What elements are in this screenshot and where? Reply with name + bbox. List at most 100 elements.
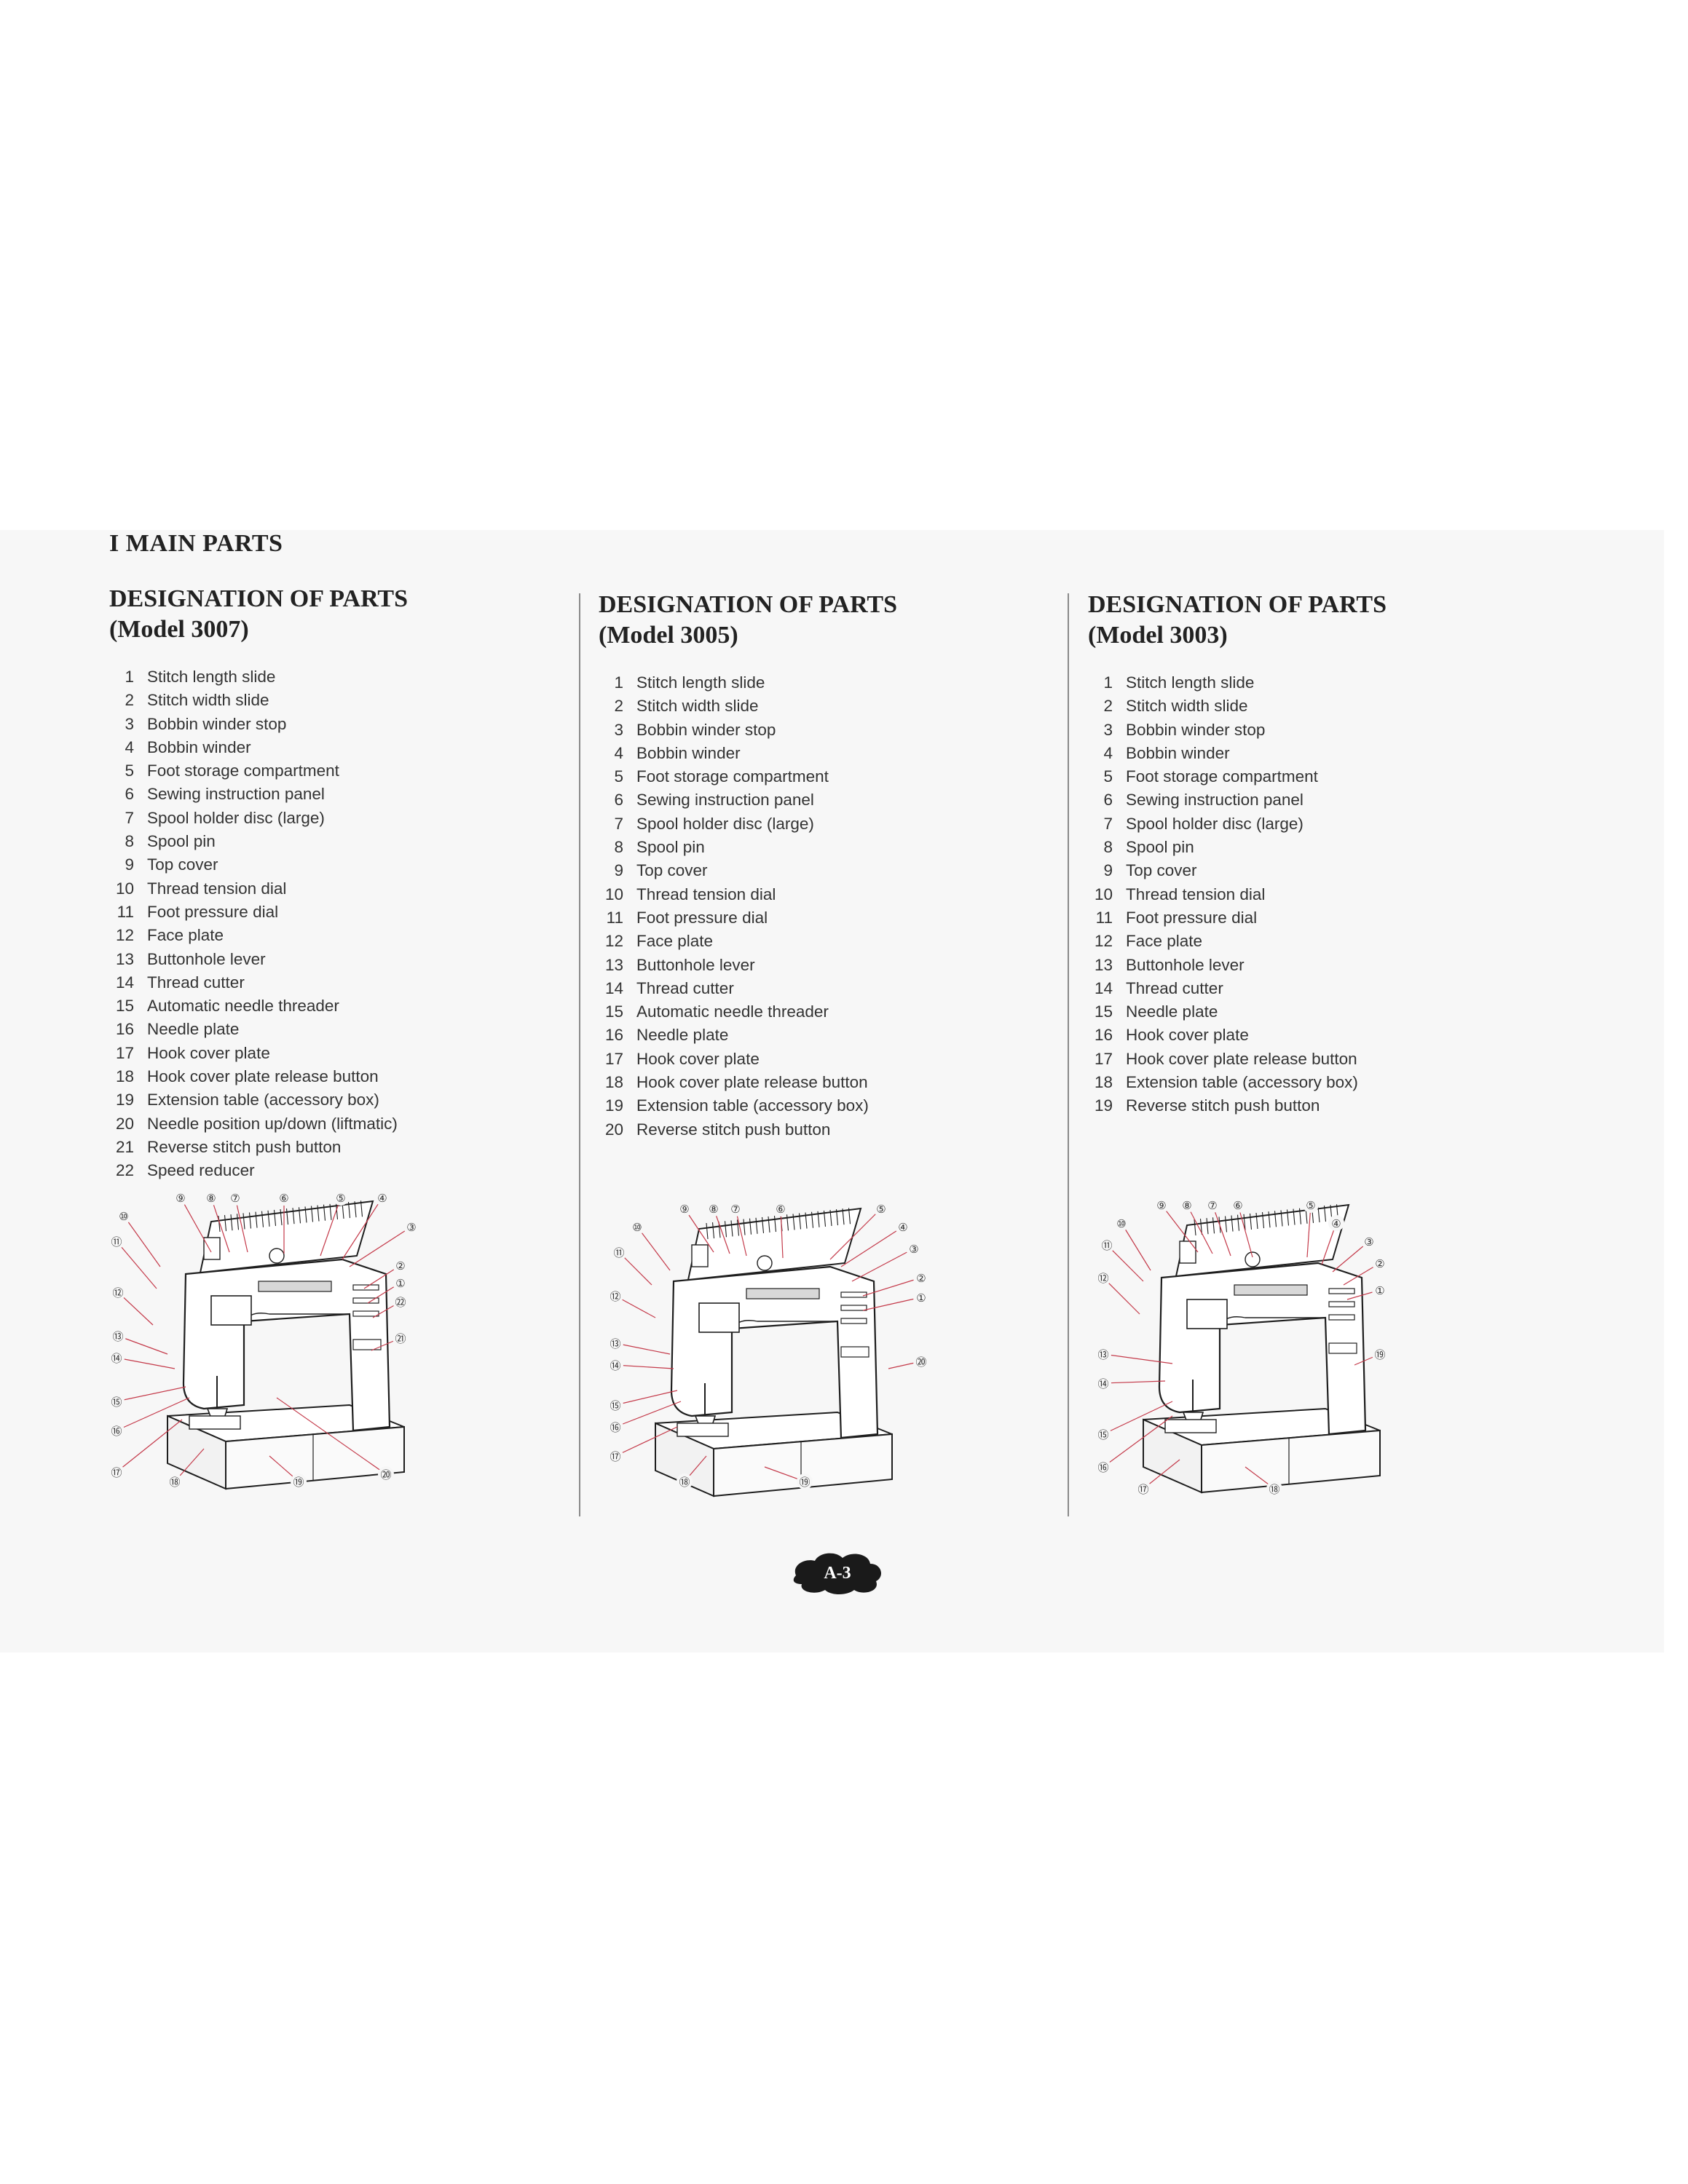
instruction-panel-mark — [749, 1218, 752, 1235]
callout-backdrop — [607, 1357, 623, 1373]
part-number: 7 — [614, 814, 623, 833]
part-label: Thread tension dial — [636, 885, 776, 903]
needle-plate — [189, 1415, 241, 1430]
part-item: 8 Spool pin — [599, 836, 897, 859]
callout-backdrop — [403, 1219, 419, 1235]
part-number: 3 — [1103, 720, 1113, 739]
part-number: 18 — [1094, 1073, 1113, 1092]
part-label: Needle position up/down (liftmatic) — [147, 1114, 398, 1133]
extension-table-side — [1201, 1429, 1381, 1494]
callout-number: ⑮ — [111, 1396, 122, 1409]
extension-table-side — [713, 1433, 893, 1497]
part-label: Automatic needle threader — [636, 1002, 829, 1021]
heading-line-2: (Model 3003) — [1088, 622, 1228, 649]
instruction-panel-mark — [224, 1215, 227, 1232]
stitch-window — [1186, 1299, 1228, 1329]
part-number: 7 — [125, 808, 134, 827]
callout-backdrop — [607, 1288, 623, 1304]
callout-number: ③ — [909, 1243, 918, 1256]
instruction-panel-mark — [805, 1212, 808, 1229]
column-model-3003: DESIGNATION OF PARTS (Model 3003) 1 Stitc… — [1088, 590, 1387, 1118]
section-title: I MAIN PARTS — [109, 530, 283, 557]
part-label: Reverse stitch push button — [147, 1137, 342, 1156]
part-label: Stitch length slide — [1126, 673, 1255, 692]
instruction-panel-mark — [848, 1208, 851, 1224]
tension-dial-housing — [1179, 1241, 1196, 1264]
instruction-panel-mark — [842, 1208, 845, 1225]
part-number: 4 — [125, 737, 134, 756]
reverse-button-panel — [1328, 1342, 1357, 1354]
instruction-panel-mark — [242, 1213, 245, 1230]
part-label: Top cover — [147, 855, 218, 874]
callout-backdrop — [1095, 1375, 1111, 1391]
callout-number: ⑧ — [206, 1192, 216, 1205]
part-number: 8 — [614, 838, 623, 857]
callout-backdrop — [109, 1423, 125, 1439]
heading-line-1: DESIGNATION OF PARTS — [1088, 591, 1387, 618]
extension-table-side — [225, 1425, 405, 1490]
part-label: Hook cover plate release button — [636, 1073, 868, 1092]
callout-leader — [116, 1397, 190, 1431]
callout-number: ⑮ — [1097, 1429, 1108, 1441]
part-label: Sewing instruction panel — [147, 785, 325, 804]
callout-leader — [349, 1226, 412, 1267]
callout-backdrop — [167, 1473, 183, 1489]
callout-leader — [636, 1226, 671, 1271]
callout-backdrop — [607, 1335, 623, 1351]
reverse-button-panel — [840, 1346, 869, 1358]
part-number: 1 — [1103, 673, 1113, 692]
callout-backdrop — [1372, 1255, 1388, 1271]
callout-number: ⑤ — [876, 1203, 886, 1216]
part-label: Extension table (accessory box) — [147, 1091, 379, 1109]
callout-leader — [615, 1364, 674, 1369]
stitch-selector-strip — [1234, 1284, 1308, 1296]
part-number: 18 — [604, 1073, 623, 1092]
part-number: 10 — [115, 879, 134, 898]
callout-backdrop — [913, 1270, 929, 1286]
callout-leader — [862, 1277, 922, 1297]
column-heading: DESIGNATION OF PARTS (Model 3007) — [109, 584, 408, 645]
callout-number: ⑭ — [1097, 1378, 1108, 1390]
part-number: 9 — [1103, 861, 1113, 880]
part-label: Foot storage compartment — [636, 767, 829, 786]
part-label: Face plate — [1126, 932, 1203, 951]
callout-number: ⑪ — [613, 1247, 624, 1259]
instruction-panel-mark — [811, 1211, 814, 1228]
instruction-panel-mark — [1293, 1208, 1295, 1225]
part-label: Bobbin winder — [636, 743, 741, 762]
callout-backdrop — [677, 1473, 693, 1489]
part-label: Bobbin winder stop — [147, 714, 287, 733]
part-label: Needle plate — [1126, 1002, 1218, 1021]
callout-backdrop — [1095, 1270, 1111, 1286]
callout-number: ① — [1375, 1285, 1384, 1297]
part-number: 15 — [115, 997, 134, 1016]
part-label: Spool pin — [636, 838, 705, 857]
instruction-panel-mark — [280, 1208, 283, 1226]
part-label: Buttonhole lever — [636, 955, 755, 974]
part-number: 19 — [1094, 1096, 1113, 1115]
instruction-panel-mark — [1298, 1208, 1302, 1224]
heading-line-2: (Model 3005) — [599, 622, 738, 649]
callout-backdrop — [706, 1200, 722, 1216]
part-number: 14 — [604, 978, 623, 997]
callout-number: ⑰ — [111, 1467, 122, 1479]
heading-line-2: (Model 3007) — [109, 616, 249, 643]
part-label: Thread tension dial — [1126, 885, 1266, 903]
callout-backdrop — [109, 1464, 125, 1480]
callout-leader — [615, 1390, 678, 1406]
callout-number: ④ — [898, 1222, 907, 1234]
instruction-panel-mark — [261, 1211, 264, 1227]
